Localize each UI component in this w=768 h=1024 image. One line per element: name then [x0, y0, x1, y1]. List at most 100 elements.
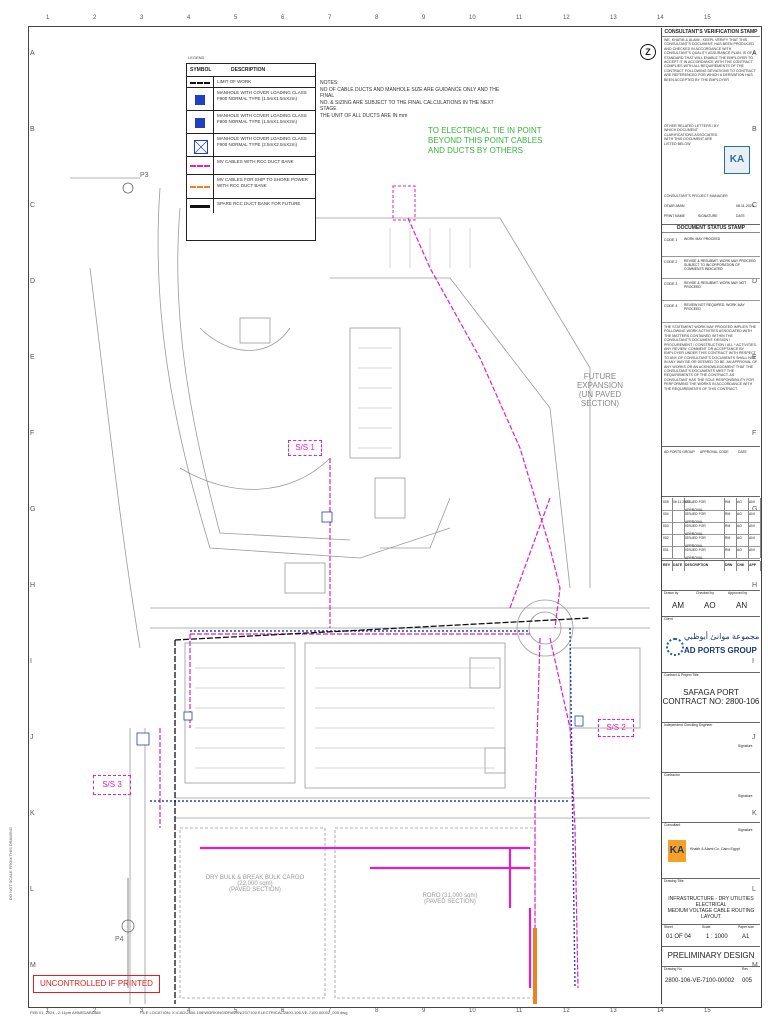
grid-letter: L: [30, 886, 34, 893]
north-arrow-icon: Z: [640, 44, 656, 60]
revision-a: RM: [724, 546, 737, 558]
legend-header: SYMBOL DESCRIPTION: [187, 64, 315, 76]
substation-3-label: S/S 3: [93, 775, 131, 795]
grid-number: 9: [422, 15, 426, 21]
grid-number: 15: [704, 15, 711, 21]
dry-bulk-label: DRY BULK & BREAK BULK CARGO (22,000 sqm)…: [200, 875, 310, 893]
grid-number: 11: [516, 15, 523, 21]
grid-number: 14: [657, 15, 664, 21]
scale-label: Scale: [702, 925, 711, 929]
legend-row: MANHOLE WITH COVER LOADING CLASS F900 NO…: [187, 133, 315, 157]
project-label: Contract & Project Title: [664, 673, 699, 677]
approval-code-label: APPROVAL CODE: [700, 450, 729, 454]
revision-c: ANI: [748, 522, 761, 534]
grid-letter: E: [30, 354, 35, 361]
paper-size: A1: [742, 934, 750, 940]
revision-b: AO: [736, 534, 749, 546]
revision-number: 005: [742, 978, 753, 984]
approval-group-row: AD PORTS GROUP APPROVAL CODE DATE: [662, 446, 760, 497]
grid-number: 12: [563, 15, 570, 21]
site-plan: [70, 177, 650, 1004]
legend-description: MANHOLE WITH COVER LOADING CLASS F900 NO…: [217, 113, 307, 124]
consultant-stamp: CONSULTANT'S VERIFICATION STAMP WE, KHAT…: [662, 28, 760, 225]
grid-letter: I: [30, 658, 32, 665]
grid-number: 2: [93, 1008, 97, 1014]
grid-number: 8: [375, 15, 379, 21]
revision-desc: ISSUED FOR APPROVAL: [684, 522, 725, 536]
legend: SYMBOL DESCRIPTION LIMIT OF WORK MANHOLE …: [186, 63, 316, 241]
tie-in-line-2: BEYOND THIS POINT CABLES: [428, 136, 543, 145]
legend-description: MANHOLE WITH COVER LOADING CLASS F900 NO…: [217, 136, 307, 147]
substation-1-label: S/S 1: [288, 440, 322, 456]
sign-off-row: Drawn by Checked by Approved by AM AO AN: [662, 590, 760, 617]
revision-header-cell: DRN: [724, 561, 737, 571]
grid-number: 8: [375, 1008, 379, 1014]
status-code: CODE 2: [664, 260, 678, 264]
scale-value: 1 : 1000: [706, 934, 728, 940]
other-letters-text: OTHER RELATED LETTERS / BY WHICH DOCUMEN…: [664, 124, 719, 146]
grid-number: 5: [234, 15, 238, 21]
future-expansion-line-1: FUTURE EXPANSION: [576, 372, 624, 390]
dry-bulk-line-1: DRY BULK & BREAK BULK CARGO: [205, 875, 305, 881]
notes: NOTES: NO OF CABLE DUCTS AND MANHOLE SIZ…: [320, 80, 500, 119]
revision-rev: 002: [662, 534, 673, 546]
sheet-label: Sheet: [664, 925, 673, 929]
revision-b: AO: [736, 522, 749, 534]
approval-date-label: DATE: [738, 450, 747, 454]
grid-letter: K: [752, 810, 757, 817]
drawing-title-block: Drawing Title INFRASTRUCTURE - DRY UTILI…: [662, 878, 760, 925]
project-block: Contract & Project Title SAFAGA PORT CON…: [662, 672, 760, 723]
legend-symbol-icon: [187, 88, 214, 111]
client-label: Client: [664, 617, 673, 621]
grid-number: 11: [516, 1008, 523, 1014]
consultant-name: Khatib & Alami Co. Cairo Egypt: [690, 847, 740, 851]
company-name-arabic: مجموعة موانئ أبوظبي: [684, 632, 760, 641]
grid-number: 1: [46, 1008, 50, 1014]
status-code-text: REVISE & RESUBMIT. WORK MAY NOT PROCEED: [684, 281, 747, 290]
grid-letter: I: [752, 658, 754, 665]
grid-number: 4: [187, 1008, 191, 1014]
legend-symbol-icon: [187, 175, 214, 199]
project-name: SAFAGA PORT: [683, 688, 739, 697]
grid-number: 10: [469, 1008, 476, 1014]
status-disclaimer: THE STATEMENT WORK MAY PROCEED IMPLIES T…: [664, 325, 758, 391]
revision-header-cell: APP: [748, 561, 761, 571]
revision-desc: ISSUED FOR APPROVAL: [684, 510, 725, 524]
grid-letter: B: [752, 126, 757, 133]
rev-label: Rev: [742, 967, 749, 971]
future-expansion-label: FUTURE EXPANSION (UN PAVED SECTION): [560, 372, 640, 408]
revision-rev: 003: [662, 522, 673, 534]
grid-number: 7: [328, 15, 332, 21]
legend-row: SPARE RCC DUCT BANK FOR FUTURE: [187, 198, 315, 213]
grid-letter: J: [30, 734, 34, 741]
legend-description: SPARE RCC DUCT BANK FOR FUTURE: [217, 201, 301, 206]
grid-letter: C: [752, 202, 758, 209]
legend-description-header: DESCRIPTION: [231, 67, 266, 73]
grid-number: 4: [187, 15, 191, 21]
pm-label: CONSULTANT'S PROJECT MANAGER: [664, 194, 728, 198]
approved-by: AN: [736, 601, 748, 610]
p4-label: P4: [115, 936, 124, 943]
legend-row: LIMIT OF WORK: [187, 76, 315, 88]
notes-line-3: THE UNIT OF ALL DUCTS ARE IN mm: [320, 112, 408, 119]
grid-letter: G: [30, 506, 36, 513]
legend-description: MANHOLE WITH COVER LOADING CLASS F900 NO…: [217, 90, 307, 101]
status-code: CODE 3: [664, 282, 678, 286]
footer-plot-info: FEB 01, 2024 - 2:11pm AHMEDABDAM: [30, 1010, 101, 1015]
grid-number: 13: [610, 1008, 617, 1014]
status-code: CODE 1: [664, 238, 678, 242]
legend-row: MV CABLES FOR SHIP TO SHORE POWER WITH R…: [187, 174, 315, 199]
revision-rev: 004: [662, 510, 673, 522]
ad-ports-logo-icon: [666, 638, 684, 656]
design-status: PRELIMINARY DESIGN: [667, 951, 755, 960]
consultant-label: Consultant: [664, 823, 681, 827]
drawn-label: Drawn by: [664, 591, 679, 595]
